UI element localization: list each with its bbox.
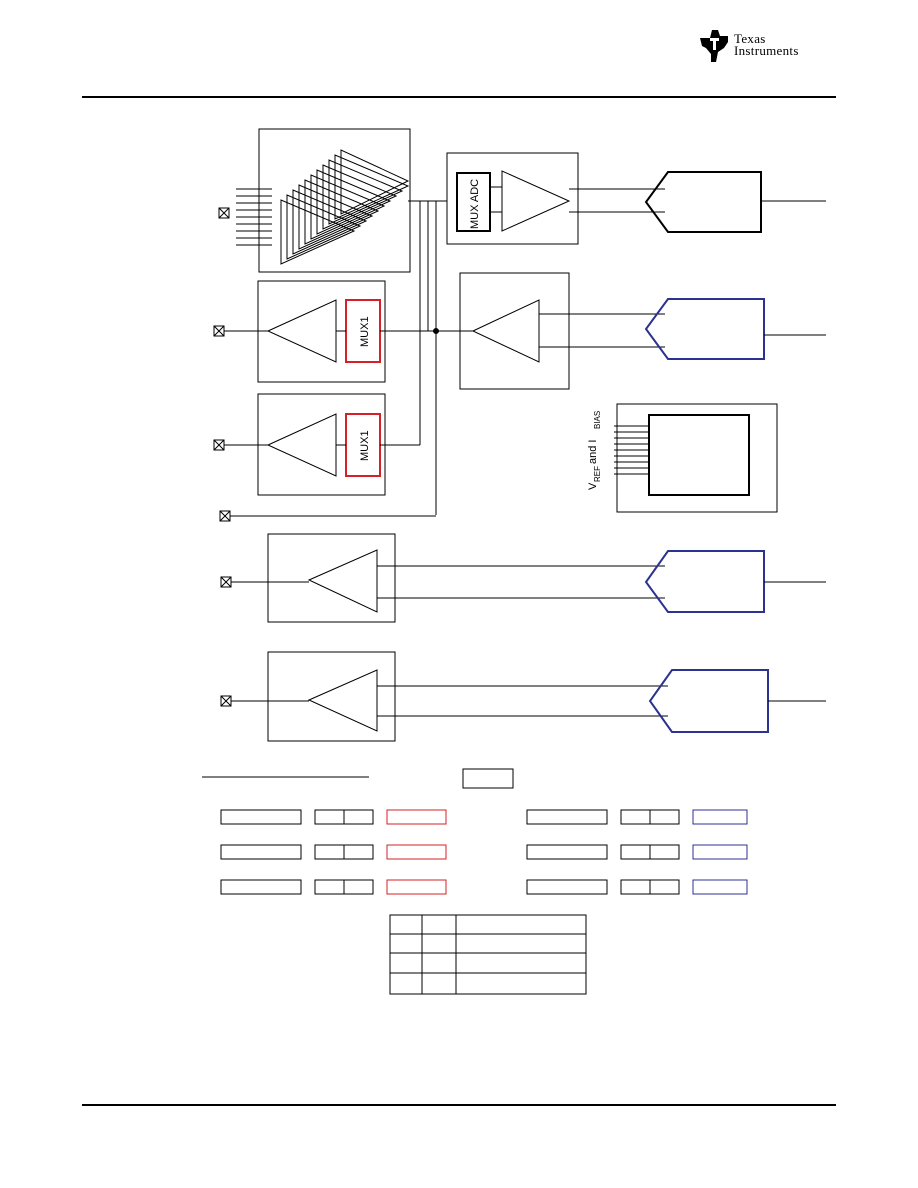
mux1-label-a: MUX1: [359, 316, 371, 347]
ti-brand-name: Texas Instruments: [734, 31, 799, 58]
brand-line2: Instruments: [734, 43, 799, 58]
input-pin-4: [219, 510, 436, 522]
amp-block-4: [267, 533, 396, 623]
output-connector-5: [648, 669, 769, 733]
vref-ref: REF: [593, 466, 602, 482]
bottom-table: [389, 914, 587, 995]
mux1-label-b: MUX1: [359, 430, 371, 461]
legend-left: [220, 809, 447, 895]
vref-ibias-label: V REF and I BIAS: [587, 411, 602, 490]
vref-v: V: [587, 482, 599, 490]
output-connector-2: [644, 298, 765, 360]
multi-channel-amp-block: [236, 128, 411, 273]
amp-block-5: [267, 651, 396, 742]
brand-line1: Texas: [734, 31, 766, 46]
footer-rule: [82, 1104, 836, 1106]
mux-adc-block: [446, 152, 579, 245]
input-pin-1: [218, 207, 230, 219]
input-pin-6: [220, 695, 309, 707]
ti-logo-icon: [700, 30, 728, 62]
header-rule: [82, 96, 836, 98]
legend-right: [526, 809, 748, 895]
legend-title-box: [462, 768, 514, 789]
vref-and: and I: [587, 440, 599, 464]
stacked-amp-triangles: [280, 149, 410, 265]
output-connector-4: [644, 550, 765, 613]
vref-bias: BIAS: [593, 411, 602, 429]
mux-adc-label: MUX ADC: [469, 179, 481, 229]
junction-dot: [433, 328, 439, 334]
input-pin-2: [213, 325, 268, 337]
output-connector-1: [644, 171, 762, 233]
input-pin-3: [213, 439, 268, 451]
vref-ibias-block: [614, 403, 778, 513]
ti-logo: Texas Instruments: [698, 26, 840, 66]
input-pin-5: [220, 576, 309, 588]
amp-block-2: [459, 272, 570, 390]
multi-input-lines: [236, 188, 272, 246]
